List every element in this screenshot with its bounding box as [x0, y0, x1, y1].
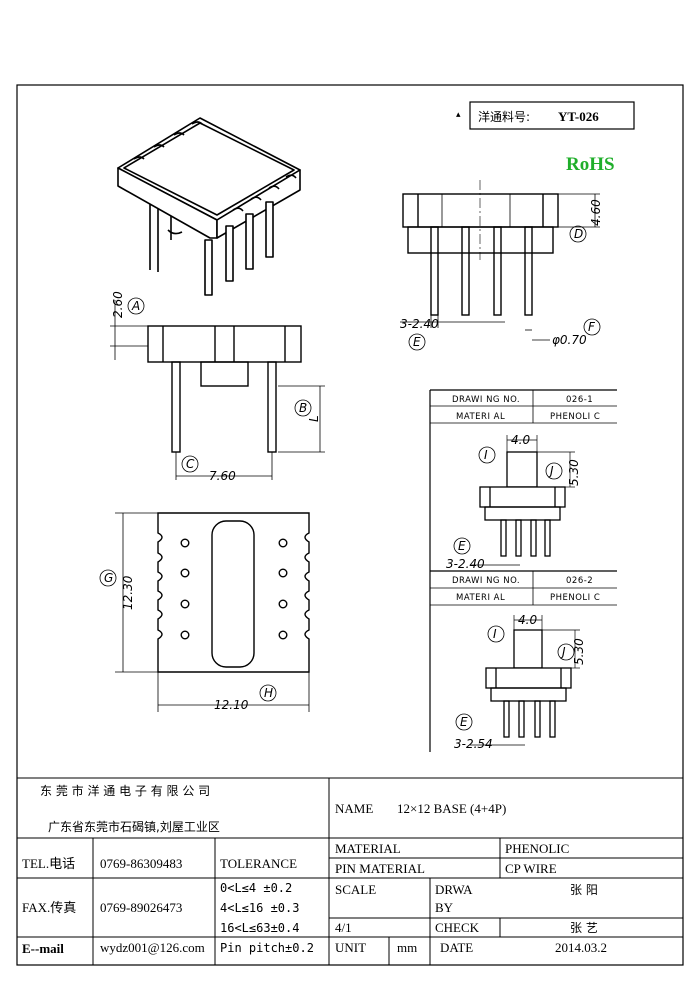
- dim-g-value: 12.30: [121, 575, 135, 610]
- variant2-dim-i: 4.0: [518, 613, 537, 627]
- svg-text:E: E: [460, 715, 468, 729]
- variant1-dim-j: 5.30: [567, 459, 581, 486]
- rohs-mark: RoHS: [566, 154, 615, 175]
- variant1-drawing-label: DRAWI NG NO.: [452, 395, 520, 405]
- svg-text:J: J: [560, 645, 566, 659]
- variant1-drawing-no: 026-1: [566, 395, 593, 405]
- unit-label: UNIT: [335, 940, 366, 955]
- callout-d: [569, 225, 587, 243]
- sheet-border: [16, 84, 684, 966]
- svg-text:C: C: [186, 457, 195, 471]
- scale-value: 4/1: [335, 920, 352, 935]
- fax-label: FAX.传真: [22, 900, 76, 915]
- svg-text:J: J: [548, 464, 554, 478]
- variant1-dim-i: 4.0: [511, 433, 530, 447]
- drawn-by-label-1: DRWA: [435, 882, 473, 897]
- svg-text:▴: ▴: [456, 110, 461, 120]
- dim-f-value: φ0.70: [552, 333, 587, 347]
- variant1-material: PHENOLI C: [550, 412, 600, 422]
- name-label: NAME: [335, 801, 373, 816]
- date-value: 2014.03.2: [555, 940, 607, 955]
- dim-c-value: 7.60: [209, 469, 236, 483]
- isometric-view: [117, 117, 301, 296]
- callout-f: [583, 318, 601, 336]
- callout-h: [259, 684, 277, 702]
- tolerance-line-2: 4<L≤16 ±0.3: [220, 901, 299, 915]
- dim-e-value: 3-2.40: [400, 317, 439, 331]
- variant1-material-label: MATERI AL: [456, 412, 505, 422]
- variant2-material: PHENOLI C: [550, 593, 600, 603]
- email-label: E--mail: [22, 941, 64, 956]
- svg-text:E: E: [458, 539, 466, 553]
- variants-panel: [429, 389, 617, 752]
- tolerance-label: TOLERANCE: [220, 856, 297, 871]
- dim-h-value: 12.10: [214, 698, 249, 712]
- check-value: 张 艺: [570, 921, 598, 935]
- part-code-value: YT-026: [558, 109, 599, 124]
- drawn-by-value: 张 阳: [570, 883, 598, 897]
- svg-text:B: B: [299, 401, 307, 415]
- variant1-callout-e: [453, 537, 471, 555]
- company-name: 东 莞 市 洋 通 电 子 有 限 公 司: [40, 783, 210, 798]
- pin-material-value: CP WIRE: [505, 861, 557, 876]
- variant2-callout-i: [487, 625, 505, 643]
- tel-label: TEL.电话: [22, 856, 75, 871]
- name-value: 12×12 BASE (4+4P): [397, 801, 506, 816]
- scale-label: SCALE: [335, 882, 376, 897]
- dim-d-value: 4.60: [589, 199, 603, 226]
- variant1-callout-j: [545, 462, 563, 480]
- svg-text:G: G: [104, 571, 113, 585]
- unit-value: mm: [397, 940, 417, 955]
- svg-text:I: I: [493, 627, 497, 641]
- variant2-dim-e: 3-2.54: [454, 737, 493, 751]
- variant2-material-label: MATERI AL: [456, 593, 505, 603]
- material-value: PHENOLIC: [505, 841, 569, 856]
- dim-a-value: 2.60: [111, 291, 125, 318]
- pin-pitch-tolerance: Pin pitch±0.2: [220, 941, 314, 955]
- svg-text:I: I: [484, 448, 488, 462]
- callout-g: [99, 569, 117, 587]
- variant1-view: [470, 435, 575, 566]
- svg-text:F: F: [588, 320, 596, 334]
- dim-b-value: L: [307, 415, 321, 422]
- date-label: DATE: [440, 940, 473, 955]
- bottom-view: [115, 512, 310, 712]
- variant2-callout-j: [557, 643, 575, 661]
- tolerance-line-1: 0<L≤4 ±0.2: [220, 881, 292, 895]
- svg-text:H: H: [264, 686, 273, 700]
- variant1-dim-e: 3-2.40: [446, 557, 485, 571]
- tolerance-line-3: 16<L≤63±0.4: [220, 921, 299, 935]
- variant1-callout-i: [478, 446, 496, 464]
- variant2-dim-j: 5.30: [572, 638, 586, 665]
- title-block-grid: [17, 777, 683, 965]
- variant2-view: [470, 615, 580, 746]
- callout-e: [408, 333, 426, 351]
- variant2-drawing-no: 026-2: [566, 576, 593, 586]
- fax-value: 0769-89026473: [100, 900, 182, 915]
- callout-a: [127, 297, 145, 315]
- svg-text:D: D: [574, 227, 583, 241]
- svg-text:E: E: [413, 335, 421, 349]
- email-value: wydz001@126.com: [100, 940, 205, 955]
- callout-c: [181, 455, 199, 473]
- side-view: [400, 180, 600, 341]
- variant2-callout-e: [455, 713, 473, 731]
- front-view: [110, 300, 325, 480]
- drawn-by-label-2: BY: [435, 900, 454, 915]
- callout-b: [294, 399, 312, 417]
- part-code-box: ▴ 洋通料号: YT-026: [456, 101, 635, 130]
- variant2-drawing-label: DRAWI NG NO.: [452, 576, 520, 586]
- tel-value: 0769-86309483: [100, 856, 182, 871]
- company-address: 广东省东莞市石碣镇,刘屋工业区: [48, 819, 220, 834]
- part-code-label: 洋通料号:: [478, 109, 530, 124]
- check-label: CHECK: [435, 920, 480, 935]
- material-label: MATERIAL: [335, 841, 401, 856]
- svg-text:A: A: [131, 299, 140, 313]
- pin-material-label: PIN MATERIAL: [335, 861, 425, 876]
